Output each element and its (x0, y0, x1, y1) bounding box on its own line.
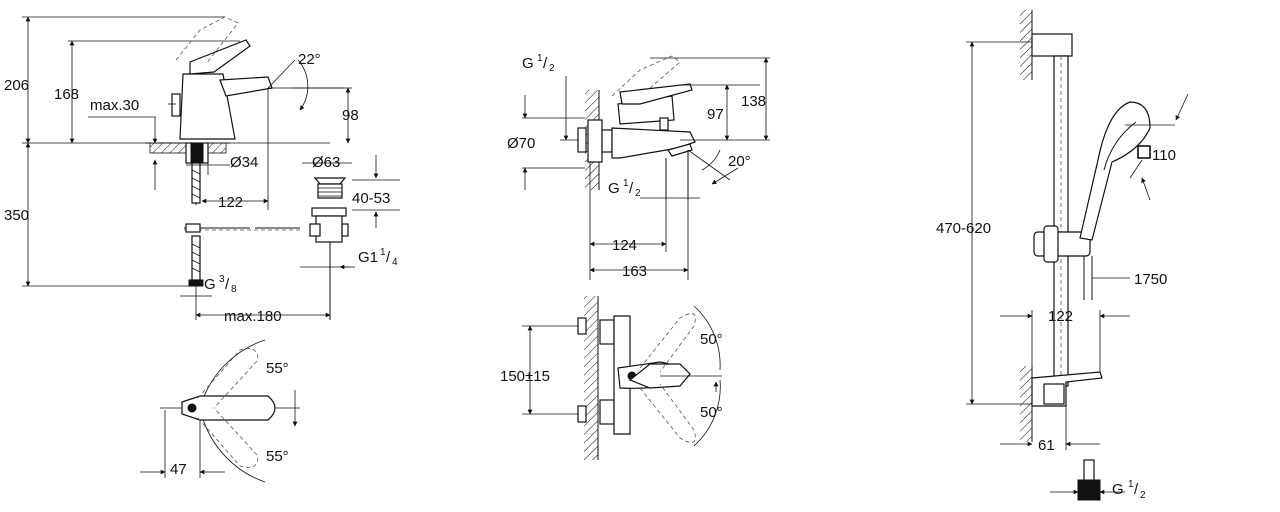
dim-hole-diameter: Ø34 (230, 154, 258, 171)
shower-rail-view (966, 10, 1189, 501)
top-angle-upper: 55° (266, 360, 289, 377)
dim-deck-thickness: max.30 (90, 97, 139, 114)
svg-text:3: 3 (219, 274, 225, 285)
svg-text:2: 2 (549, 63, 555, 74)
dim-spout-clearance: 98 (342, 107, 359, 124)
bath-projection-a: 124 (612, 237, 637, 254)
dim-total-height: 206 (4, 77, 29, 94)
bath-projection-b: 163 (622, 263, 647, 280)
svg-text:/: / (386, 249, 391, 266)
bath-dim-height-b: 138 (741, 93, 766, 110)
dim-below-deck: 350 (4, 207, 29, 224)
svg-text:G: G (1112, 481, 1124, 498)
bath-front-angle-upper: 50° (700, 331, 723, 348)
top-angle-lower: 55° (266, 448, 289, 465)
dim-spout-angle: 22° (298, 51, 321, 68)
svg-text:/: / (543, 55, 548, 72)
svg-text:G: G (204, 276, 216, 293)
svg-text:1: 1 (1128, 479, 1134, 490)
svg-text:2: 2 (1140, 490, 1146, 501)
svg-text:2: 2 (635, 188, 641, 199)
dim-waste-range: 40-53 (352, 190, 390, 207)
svg-text:/: / (225, 276, 230, 293)
dim-projection: 122 (218, 194, 243, 211)
dim-max-reach: max.180 (224, 308, 282, 325)
top-offset: 47 (170, 461, 187, 478)
waste-thread-label: G1 1 / 4 (358, 247, 398, 268)
bath-front-angle-lower: 50° (700, 404, 723, 421)
svg-text:4: 4 (392, 257, 398, 268)
svg-text:1: 1 (380, 247, 386, 258)
dim-waste-diameter: Ø63 (312, 154, 340, 171)
shower-projection: 122 (1048, 308, 1073, 325)
dim-spout-height: 168 (54, 86, 79, 103)
bath-mixer-side-view (522, 55, 770, 280)
svg-text:G: G (608, 180, 620, 197)
svg-text:/: / (629, 180, 634, 197)
svg-text:G: G (522, 55, 534, 72)
bath-spout-angle: 20° (728, 153, 751, 170)
shower-rail-range: 470-620 (936, 220, 991, 237)
shower-hose-length: 1750 (1134, 271, 1167, 288)
bath-flange-diameter: Ø70 (507, 135, 535, 152)
bath-dim-height-a: 97 (707, 106, 724, 123)
shower-wall-offset: 61 (1038, 437, 1055, 454)
svg-text:G1: G1 (358, 249, 378, 266)
bath-mixer-front-view (522, 296, 722, 460)
svg-text:1: 1 (537, 53, 543, 64)
shower-thread-label: G 1 / 2 (1112, 479, 1146, 501)
svg-text:/: / (1134, 481, 1139, 498)
svg-text:1: 1 (623, 178, 629, 189)
basin-mixer-top-view (140, 339, 300, 483)
bath-thread-bottom-label: G 1 / 2 (608, 178, 641, 199)
shower-head-size: 110 (1152, 147, 1176, 164)
basin-mixer-side-view (22, 16, 400, 320)
inlet-thread-label: G 3 / 8 (204, 274, 237, 295)
bath-thread-top-label: G 1 / 2 (522, 53, 555, 74)
bath-centres: 150±15 (500, 368, 550, 385)
svg-text:8: 8 (231, 284, 237, 295)
